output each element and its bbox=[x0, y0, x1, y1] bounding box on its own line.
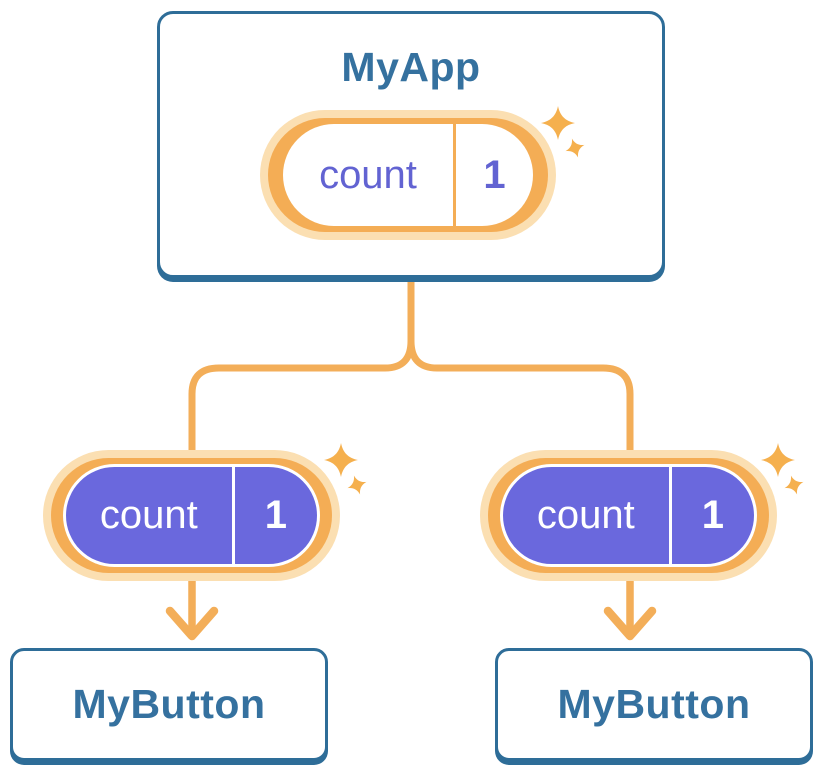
sparkle-icon bbox=[761, 443, 795, 477]
node-title: MyButton bbox=[557, 681, 751, 727]
state-pill-left: count 1 bbox=[43, 450, 340, 581]
pill-ring: count 1 bbox=[268, 118, 548, 232]
state-pill-right: count 1 bbox=[480, 450, 777, 581]
pill-interior: count 1 bbox=[283, 124, 533, 226]
arrow-right-head-icon bbox=[603, 606, 657, 641]
pill-fill: count 1 bbox=[503, 467, 754, 564]
pill-divider bbox=[453, 124, 456, 226]
state-name: count bbox=[99, 493, 198, 537]
component-node-mybutton-left: MyButton bbox=[10, 648, 328, 761]
sparkle-small-icon bbox=[347, 475, 367, 495]
sparkle-icon bbox=[324, 443, 358, 477]
state-value: 1 bbox=[483, 152, 506, 197]
pill-divider bbox=[231, 467, 235, 564]
sparkle-small-icon bbox=[565, 138, 585, 158]
pill-interior: count 1 bbox=[500, 464, 757, 567]
pill-fill: count 1 bbox=[66, 467, 317, 564]
branch-right-path bbox=[407, 280, 634, 472]
node-title: MyApp bbox=[341, 44, 481, 90]
pill-ring: count 1 bbox=[488, 458, 769, 573]
state-name: count bbox=[536, 493, 635, 537]
pill-divider bbox=[668, 467, 672, 564]
state-value: 1 bbox=[264, 493, 287, 537]
node-title: MyButton bbox=[72, 681, 266, 727]
state-pill-root: count 1 bbox=[260, 110, 556, 240]
component-node-mybutton-right: MyButton bbox=[495, 648, 813, 761]
state-name: count bbox=[319, 152, 417, 197]
arrow-left-head-icon bbox=[165, 606, 219, 641]
pill-interior: count 1 bbox=[63, 464, 320, 567]
pill-ring: count 1 bbox=[51, 458, 332, 573]
sparkle-small-icon bbox=[784, 475, 804, 495]
sparkle-icon bbox=[541, 106, 575, 140]
branch-left-path bbox=[188, 280, 415, 472]
state-value: 1 bbox=[701, 493, 724, 537]
